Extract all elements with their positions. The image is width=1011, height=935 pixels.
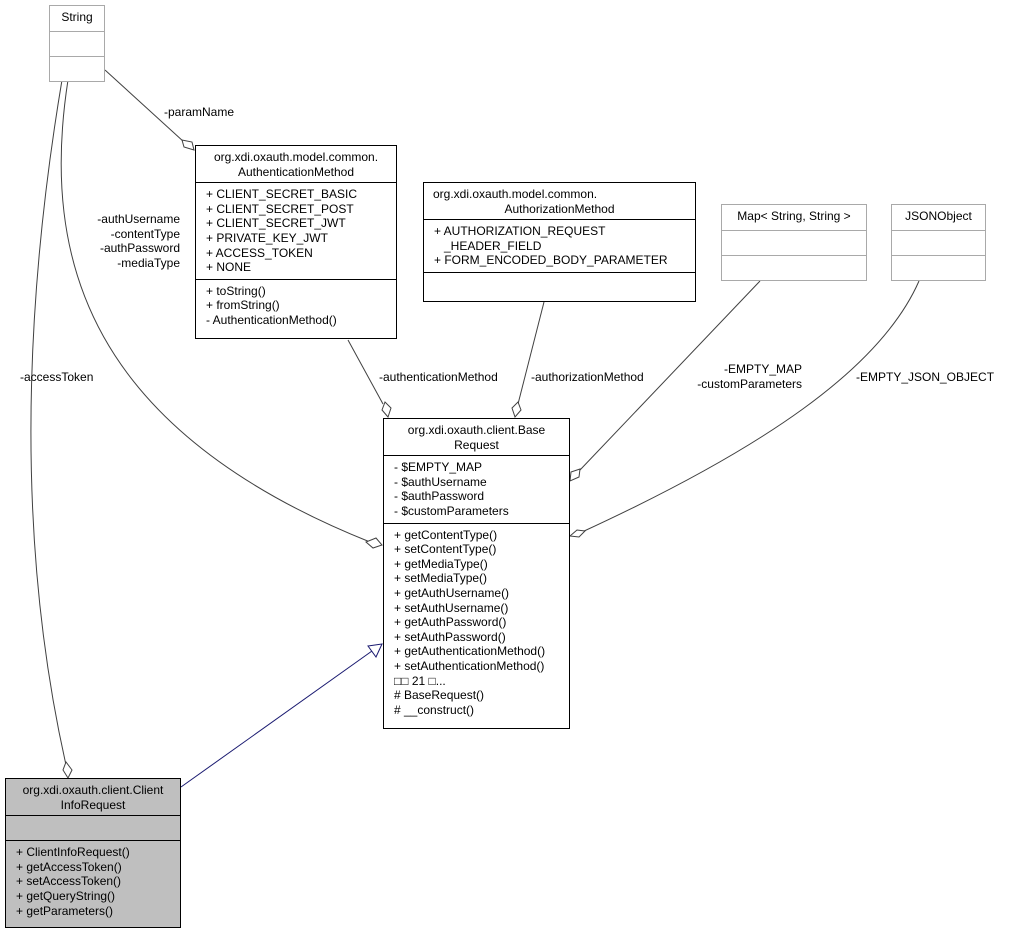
class-authorization-method-operations [424,271,695,296]
class-authentication-method-operations: + toString() + fromString() - Authentica… [196,278,396,332]
edge-string-to-baserequest [60,79,371,543]
class-jsonobject-name: JSONObject [905,209,972,223]
class-map-name: Map< String, String > [737,209,851,223]
class-jsonobject[interactable]: JSONObject [891,204,986,281]
class-client-info-request-operations: + ClientInfoRequest() + getAccessToken()… [6,840,180,922]
aggregation-diamond [181,139,195,151]
class-client-info-request-attributes [6,815,180,840]
aggregation-diamond [511,401,522,418]
edge-label-authentication-method: -authenticationMethod [379,370,498,384]
inheritance-arrowhead [367,643,383,658]
edge-authmethod-to-baserequest [347,339,384,405]
aggregation-diamond [568,529,587,538]
class-base-request-attributes: - $EMPTY_MAP - $authUsername - $authPass… [384,455,569,522]
class-string[interactable]: String [49,5,105,82]
edge-map-to-baserequest [579,280,761,471]
class-base-request[interactable]: org.xdi.oxauth.client.Base Request - $EM… [383,418,570,729]
edge-string-to-clientinfo [30,79,67,766]
edge-label-auth-fields: -authUsername -contentType -authPassword… [97,212,180,270]
class-authorization-method[interactable]: org.xdi.oxauth.model.common. Authorizati… [423,182,696,302]
edge-label-empty-json: -EMPTY_JSON_OBJECT [856,370,995,384]
aggregation-diamond [569,468,581,482]
edge-label-map-fields: -EMPTY_MAP -customParameters [697,362,802,391]
aggregation-diamond [365,537,383,549]
class-map[interactable]: Map< String, String > [721,204,867,281]
edge-inheritance [180,650,373,788]
class-authentication-method[interactable]: org.xdi.oxauth.model.common. Authenticat… [195,145,397,339]
class-authentication-method-attributes: + CLIENT_SECRET_BASIC + CLIENT_SECRET_PO… [196,182,396,279]
class-string-attributes [50,31,104,56]
class-authentication-method-title: org.xdi.oxauth.model.common. Authenticat… [213,150,379,179]
edge-label-param-name: -paramName [164,105,235,119]
class-string-name: String [61,10,93,24]
class-client-info-request[interactable]: org.xdi.oxauth.client.Client InfoRequest… [5,778,181,928]
edge-string-to-authmethod [104,69,185,143]
class-base-request-operations: + getContentType() + setContentType() + … [384,522,569,722]
class-string-operations [50,56,104,81]
class-map-attributes [722,230,866,255]
class-jsonobject-attributes [892,230,985,255]
aggregation-diamond [381,401,392,418]
class-authorization-method-attributes: + AUTHORIZATION_REQUEST _HEADER_FIELD + … [424,219,695,272]
class-base-request-title: org.xdi.oxauth.client.Base Request [407,423,546,452]
edge-label-authorization-method: -authorizationMethod [531,370,644,384]
class-authorization-method-title: org.xdi.oxauth.model.common. Authorizati… [433,187,615,216]
class-client-info-request-title: org.xdi.oxauth.client.Client InfoRequest [22,783,164,812]
aggregation-diamond [62,760,73,780]
edge-json-to-baserequest [581,280,920,533]
class-jsonobject-operations [892,255,985,280]
class-map-operations [722,255,866,280]
edge-authzmethod-to-baserequest [517,301,545,405]
edge-label-access-token: -accessToken [20,370,94,384]
